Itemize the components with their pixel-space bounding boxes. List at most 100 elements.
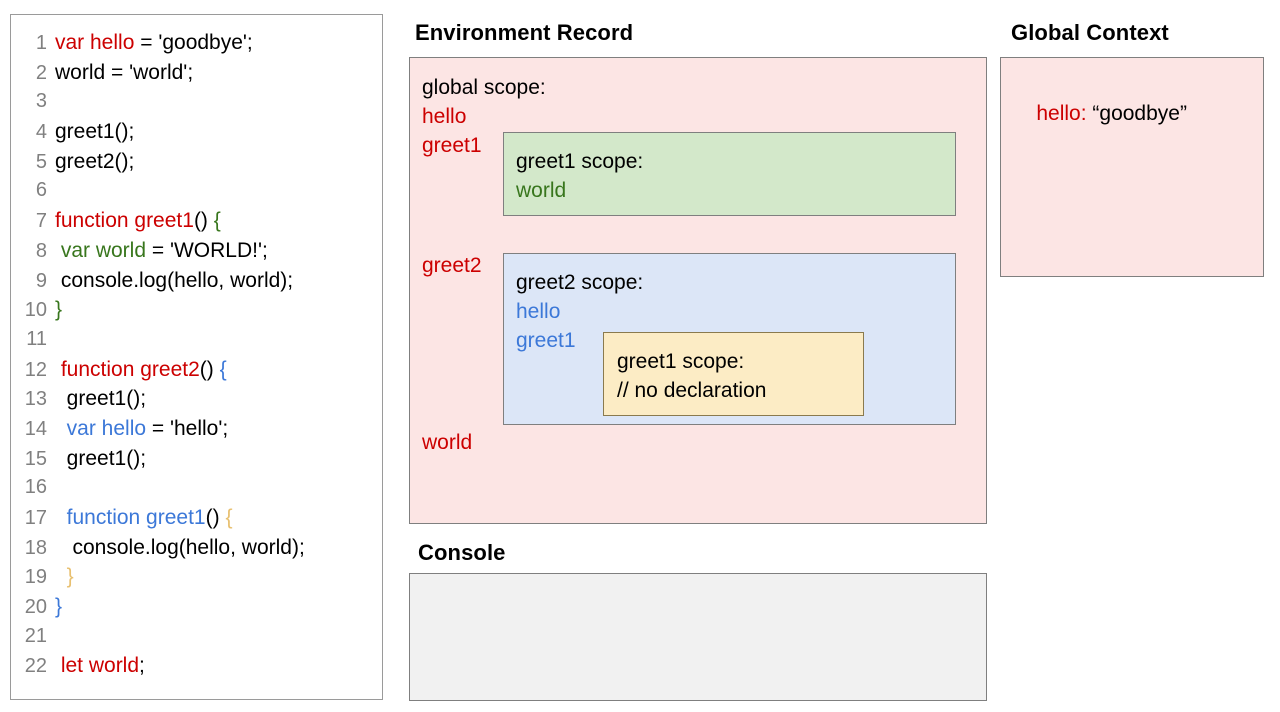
code-line-text: world = 'world'; — [55, 58, 193, 88]
code-token: () — [193, 209, 214, 233]
code-line[interactable]: 20} — [11, 592, 382, 622]
greet2-scope-box: greet2 scope: hello greet1 greet1 scope:… — [503, 253, 956, 425]
line-number: 3 — [35, 90, 47, 113]
code-token: console.log(hello, world); — [55, 535, 305, 559]
code-line[interactable]: 1 var hello = 'goodbye'; — [11, 28, 382, 58]
code-line[interactable]: 4 greet1(); — [11, 117, 382, 147]
code-line[interactable]: 7 function greet1() { — [11, 206, 382, 236]
line-number: 15 — [24, 447, 47, 470]
global-context-box: hello: “goodbye” — [1000, 57, 1264, 277]
code-line-text: var hello = 'hello'; — [55, 414, 229, 444]
line-number: 19 — [24, 566, 47, 589]
line-number: 11 — [26, 327, 47, 350]
code-line-text: greet1(); — [55, 117, 134, 147]
code-token: var hello — [55, 31, 135, 54]
code-token: } — [55, 595, 63, 619]
code-line-text: var hello = 'goodbye'; — [55, 28, 253, 58]
code-line[interactable]: 8 var world = 'WORLD!'; — [11, 236, 382, 266]
code-line-text: function greet2() { — [55, 355, 227, 385]
line-number: 7 — [35, 210, 47, 233]
code-line[interactable]: 17 function greet1() { — [11, 503, 382, 533]
code-line-text: var world = 'WORLD!'; — [55, 236, 268, 266]
code-line[interactable]: 11 — [11, 325, 382, 355]
global-context-entry: hello: “goodbye” — [1013, 75, 1187, 153]
code-line-text: greet1(); — [55, 384, 146, 414]
greet2-binding-greet1: greet1 — [516, 329, 576, 352]
code-line[interactable]: 22 let world; — [11, 651, 382, 681]
code-line-text: console.log(hello, world); — [55, 266, 293, 296]
line-number: 4 — [35, 121, 47, 144]
code-token: function greet1 — [55, 506, 206, 529]
code-token: greet1(); — [55, 120, 135, 144]
code-line-text: console.log(hello, world); — [55, 533, 305, 563]
code-token: { — [213, 209, 221, 233]
code-line[interactable]: 10} — [11, 295, 382, 325]
code-line[interactable]: 13 greet1(); — [11, 384, 382, 414]
code-token: } — [55, 298, 63, 322]
code-line-text: let world; — [55, 651, 145, 681]
line-number: 13 — [24, 388, 47, 411]
global-context-entry-key: hello: — [1036, 102, 1087, 125]
console-title: Console — [418, 540, 506, 565]
greet1-scope-heading: greet1 scope: — [516, 150, 644, 173]
line-number: 22 — [24, 655, 47, 678]
code-line-text: function greet1() { — [55, 206, 221, 236]
global-context-title: Global Context — [1011, 20, 1169, 45]
code-line[interactable]: 15 greet1(); — [11, 444, 382, 474]
line-number: 10 — [24, 299, 47, 322]
line-number: 17 — [24, 507, 47, 529]
line-number: 8 — [35, 239, 47, 262]
code-line-text: greet1(); — [55, 444, 146, 474]
code-token: greet1(); — [55, 446, 147, 470]
nested-greet1-scope-box: greet1 scope: // no declaration — [603, 332, 864, 416]
nested-greet1-scope-note: // no declaration — [617, 379, 767, 402]
code-token: var hello — [55, 416, 147, 440]
environment-record-title: Environment Record — [415, 20, 634, 45]
code-token: ; — [139, 654, 145, 678]
greet2-binding-hello: hello — [516, 300, 561, 323]
line-number: 1 — [35, 32, 47, 54]
code-token: } — [55, 565, 74, 589]
code-line[interactable]: 14 var hello = 'hello'; — [11, 414, 382, 444]
line-number: 6 — [35, 179, 47, 202]
code-token: { — [219, 357, 227, 381]
code-line[interactable]: 18 console.log(hello, world); — [11, 533, 382, 563]
code-line[interactable]: 21 — [11, 622, 382, 652]
line-number: 12 — [24, 358, 47, 381]
environment-record-box: global scope: hello greet1 greet2 world … — [409, 57, 987, 524]
nested-greet1-scope-heading: greet1 scope: — [617, 350, 745, 373]
code-line[interactable]: 9 console.log(hello, world); — [11, 266, 382, 296]
code-token: () — [199, 357, 220, 381]
global-binding-greet2: greet2 — [422, 254, 482, 277]
code-line[interactable]: 6 — [11, 176, 382, 206]
code-token: function greet2 — [55, 357, 200, 381]
code-token: = 'hello'; — [146, 416, 229, 440]
global-binding-hello: hello — [422, 105, 467, 128]
console-box[interactable] — [409, 573, 987, 701]
code-token: greet2(); — [55, 149, 135, 173]
code-line-text: } — [55, 562, 74, 592]
line-number: 21 — [24, 624, 47, 647]
code-token: { — [225, 506, 233, 529]
code-line[interactable]: 16 — [11, 473, 382, 503]
code-line[interactable]: 3 — [11, 87, 382, 117]
line-number: 9 — [35, 269, 47, 292]
code-line-text: function greet1() { — [55, 503, 233, 533]
code-line[interactable]: 19 } — [11, 562, 382, 592]
code-line-text: } — [55, 592, 62, 622]
code-token: var world — [55, 238, 147, 262]
global-context-entry-value: “goodbye” — [1092, 102, 1187, 125]
line-number: 20 — [24, 596, 47, 619]
code-token: () — [205, 506, 226, 529]
code-token: let world — [55, 654, 140, 678]
code-token: greet1(); — [55, 387, 147, 411]
code-token: = 'goodbye'; — [134, 31, 253, 54]
code-token: world = 'world'; — [55, 60, 194, 84]
code-line[interactable]: 12 function greet2() { — [11, 355, 382, 385]
code-token: = 'WORLD!'; — [146, 238, 268, 262]
line-number: 14 — [24, 417, 47, 440]
